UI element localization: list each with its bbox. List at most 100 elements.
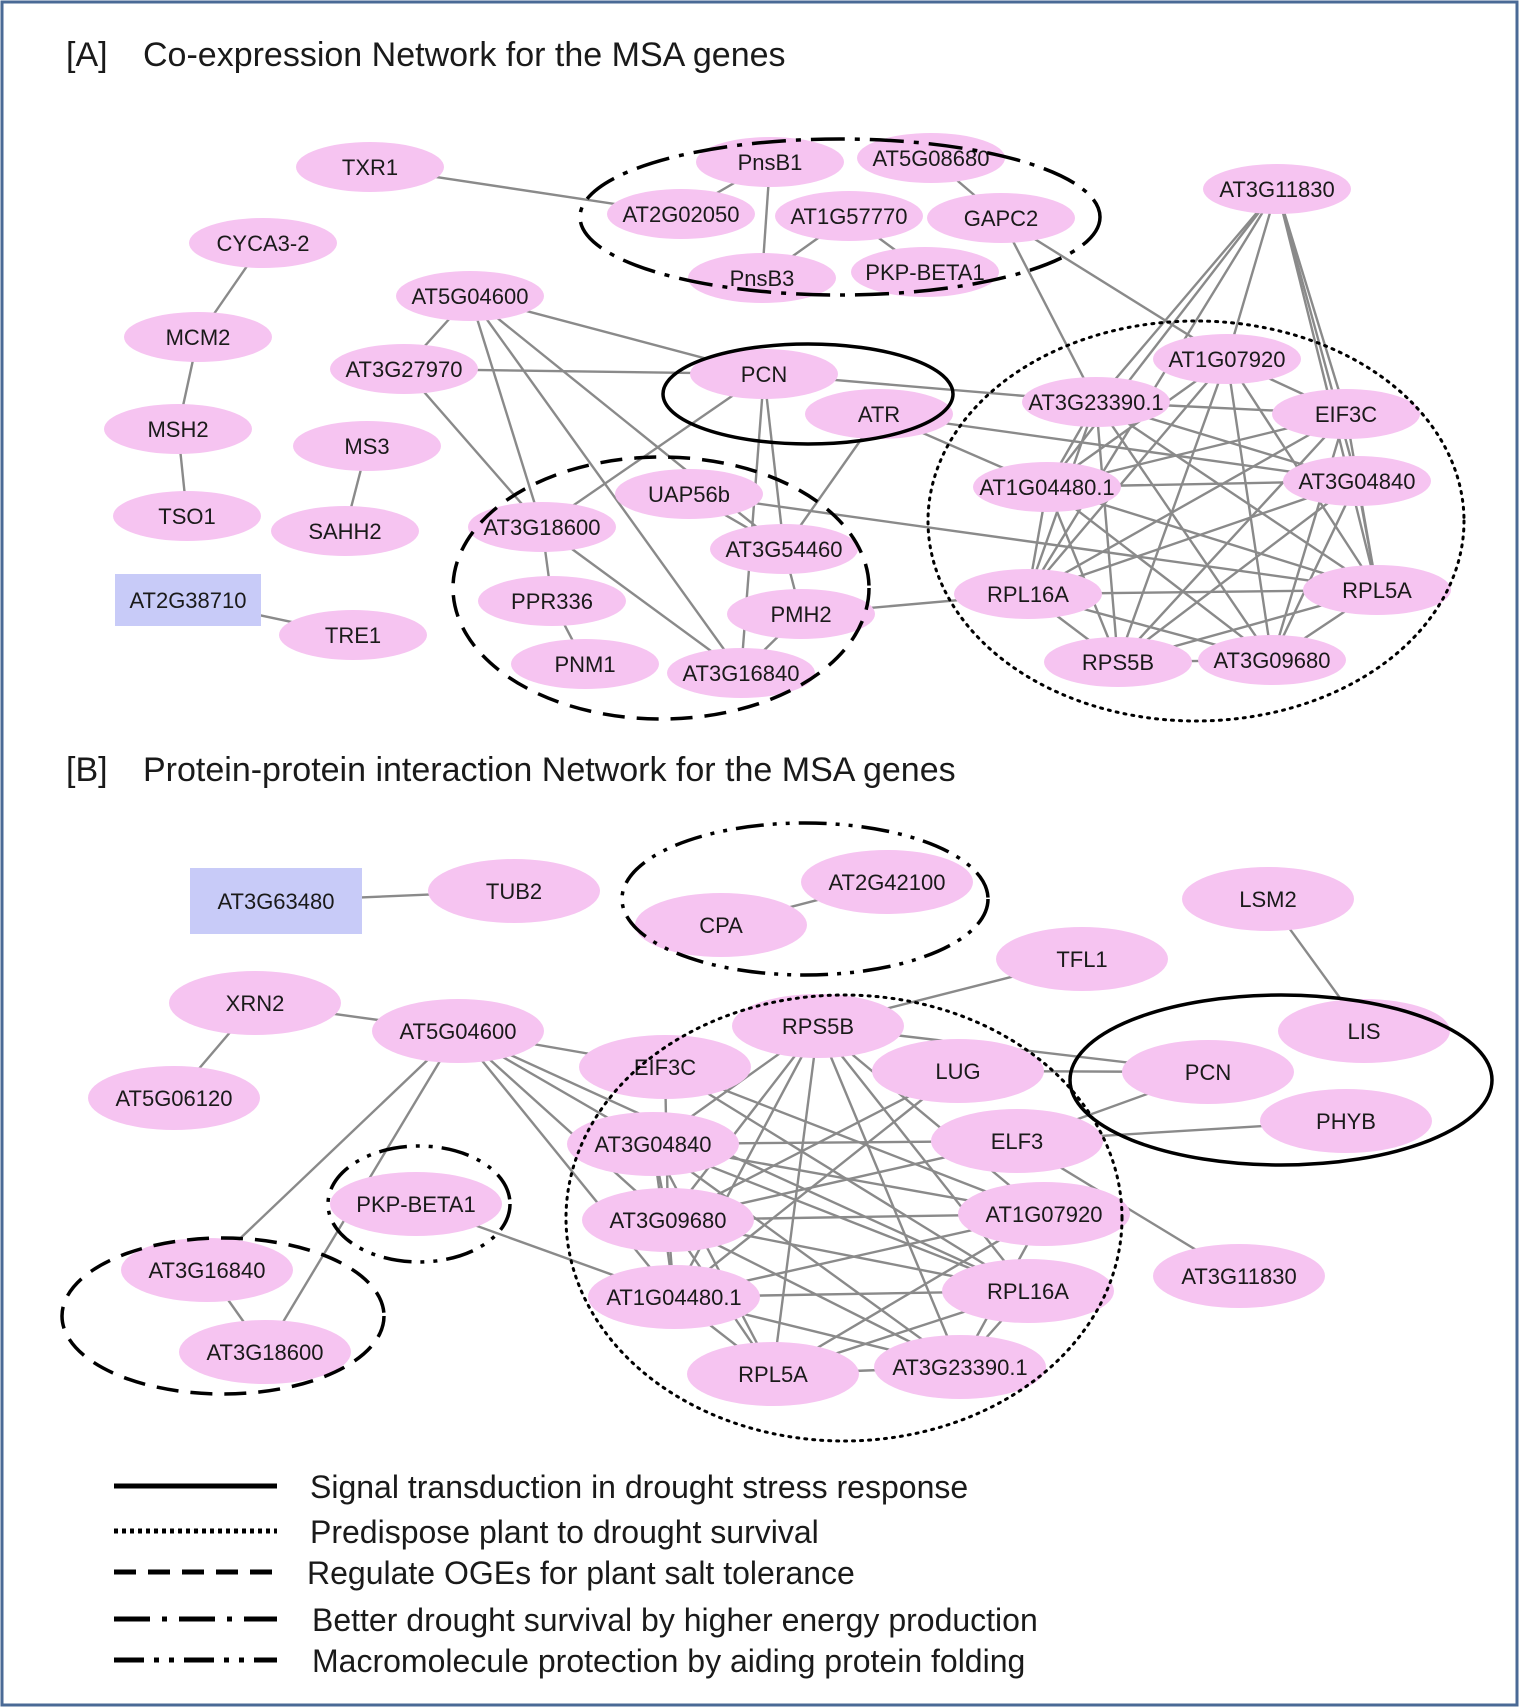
panel-b-node-at3g11830[interactable]: AT3G11830: [1153, 1244, 1325, 1308]
panel-a-node-at3g04840-label: AT3G04840: [1298, 469, 1415, 494]
panel-a-node-gapc2[interactable]: GAPC2: [927, 193, 1075, 243]
panel-b-node-lug-label: LUG: [935, 1059, 980, 1084]
panel-a-node-at5g08680-label: AT5G08680: [872, 146, 989, 171]
panel-b-node-at1g07920-shape: [958, 1182, 1130, 1246]
panel-a-node-at1g57770-label: AT1G57770: [790, 204, 907, 229]
panel-b-node-phyb[interactable]: PHYB: [1260, 1089, 1432, 1153]
panel-b-node-at3g18600[interactable]: AT3G18600: [179, 1320, 351, 1384]
panel-b-node-rps5b[interactable]: RPS5B: [732, 994, 904, 1058]
panel-a-node-at1g07920-shape: [1153, 334, 1301, 384]
legend-label-dashdotdot: Macromolecule protection by aiding prote…: [312, 1643, 1025, 1679]
panel-b-node-lsm2[interactable]: LSM2: [1182, 867, 1354, 931]
panel-a-node-at3g27970[interactable]: AT3G27970: [330, 344, 478, 394]
panel-a-node-rpl5a[interactable]: RPL5A: [1303, 565, 1451, 615]
panel-a-node-at1g04480-1[interactable]: AT1G04480.1: [973, 462, 1121, 512]
panel-a-node-at5g04600[interactable]: AT5G04600: [396, 271, 544, 321]
panel-b-node-lis[interactable]: LIS: [1278, 999, 1450, 1063]
panel-b-node-at3g16840[interactable]: AT3G16840: [121, 1238, 293, 1302]
panel-a-node-tre1-label: TRE1: [325, 623, 381, 648]
panel-b-node-at3g09680[interactable]: AT3G09680: [582, 1188, 754, 1252]
panel-a-node-pnsb1[interactable]: PnsB1: [696, 137, 844, 187]
panel-a-node-at3g04840[interactable]: AT3G04840: [1283, 456, 1431, 506]
panel-b-node-at5g06120[interactable]: AT5G06120: [88, 1066, 260, 1130]
panel-a-node-ms3[interactable]: MS3: [293, 421, 441, 471]
panel-b-node-at3g23390-1[interactable]: AT3G23390.1: [874, 1335, 1046, 1399]
panel-a-node-at3g18600[interactable]: AT3G18600: [468, 502, 616, 552]
panel-a-node-sahh2[interactable]: SAHH2: [271, 506, 419, 556]
panel-b-node-at2g42100-shape: [801, 850, 973, 914]
panel-b-node-lug[interactable]: LUG: [872, 1039, 1044, 1103]
panel-a-node-at3g09680[interactable]: AT3G09680: [1198, 635, 1346, 685]
panel-a-node-ppr336[interactable]: PPR336: [478, 576, 626, 626]
panel-a-node-msh2[interactable]: MSH2: [104, 404, 252, 454]
panel-a-node-at3g23390-1[interactable]: AT3G23390.1: [1022, 377, 1170, 427]
panel-a-node-at3g16840[interactable]: AT3G16840: [667, 648, 815, 698]
panel-a-node-eif3c[interactable]: EIF3C: [1272, 389, 1420, 439]
panel-a-node-pcn[interactable]: PCN: [690, 349, 838, 399]
panel-b-node-at2g42100[interactable]: AT2G42100: [801, 850, 973, 914]
edge-a-at3g11830-at1g07920: [1225, 188, 1279, 360]
panel-a-node-tre1-shape: [279, 610, 427, 660]
panel-b-node-elf3[interactable]: ELF3: [931, 1109, 1103, 1173]
panel-b-node-eif3c[interactable]: EIF3C: [579, 1035, 751, 1099]
panel-b-node-at1g04480-1[interactable]: AT1G04480.1: [588, 1265, 760, 1329]
panel-a-node-uap56b[interactable]: UAP56b: [615, 469, 763, 519]
panel-a-node-at5g04600-shape: [396, 271, 544, 321]
panel-a-node-pcn-shape: [690, 349, 838, 399]
panel-b-node-tub2[interactable]: TUB2: [428, 859, 600, 923]
panel-a-node-at3g09680-label: AT3G09680: [1213, 648, 1330, 673]
panel-b-node-at3g11830-label: AT3G11830: [1181, 1264, 1296, 1289]
edge-a-at1g04480.1-rpl5a: [1046, 485, 1378, 592]
panel-b-node-tfl1-label: TFL1: [1056, 947, 1107, 972]
panel-b-node-lis-label: LIS: [1347, 1019, 1380, 1044]
panel-a-title: Co-expression Network for the MSA genes: [143, 36, 786, 74]
panel-b-node-pcn-label: PCN: [1185, 1060, 1231, 1085]
panel-a-node-ms3-shape: [293, 421, 441, 471]
panel-b-node-at3g04840[interactable]: AT3G04840: [567, 1112, 739, 1176]
edge-a-gapc2-at1g07920: [1000, 216, 1228, 361]
edge-a-at3g04840-rpl16a: [1027, 479, 1358, 596]
panel-b-node-tfl1[interactable]: TFL1: [996, 927, 1168, 991]
panel-b-node-rpl5a[interactable]: RPL5A: [687, 1342, 859, 1406]
panel-a-node-rps5b-label: RPS5B: [1082, 650, 1154, 675]
panel-b-node-cpa[interactable]: CPA: [635, 893, 807, 957]
panel-b-node-at3g09680-label: AT3G09680: [609, 1208, 726, 1233]
panel-a-node-at1g57770[interactable]: AT1G57770: [775, 191, 923, 241]
panel-b-node-at3g63480[interactable]: AT3G63480: [190, 868, 362, 934]
panel-a-node-atr[interactable]: ATR: [805, 389, 953, 439]
panel-a-node-at1g07920[interactable]: AT1G07920: [1153, 334, 1301, 384]
panel-a-node-at2g02050[interactable]: AT2G02050: [607, 189, 755, 239]
panel-a-node-rps5b[interactable]: RPS5B: [1044, 637, 1192, 687]
panel-a-node-at2g38710[interactable]: AT2G38710: [115, 574, 261, 626]
edge-a-at1g07920-rpl16a: [1027, 358, 1228, 595]
panel-b-node-pkp-beta1[interactable]: PKP-BETA1: [330, 1172, 502, 1236]
panel-a-node-at2g02050-label: AT2G02050: [622, 202, 739, 227]
panel-a-node-rpl16a[interactable]: RPL16A: [954, 569, 1102, 619]
panel-a-node-cyca3-2[interactable]: CYCA3-2: [189, 218, 337, 268]
panel-a-node-tso1[interactable]: TSO1: [113, 491, 261, 541]
panel-b-node-pcn[interactable]: PCN: [1122, 1040, 1294, 1104]
panel-b-node-rpl16a[interactable]: RPL16A: [942, 1259, 1114, 1323]
panel-a-node-at1g07920-label: AT1G07920: [1168, 347, 1285, 372]
panel-a-node-at3g11830-shape: [1203, 164, 1351, 214]
panel-b-node-xrn2[interactable]: XRN2: [169, 971, 341, 1035]
panel-b-node-at5g04600[interactable]: AT5G04600: [372, 999, 544, 1063]
panel-b-node-at5g04600-shape: [372, 999, 544, 1063]
edge-b-at5g04600-at3g16840: [206, 1030, 459, 1271]
panel-a-node-txr1[interactable]: TXR1: [296, 142, 444, 192]
legend-item-solid: Signal transduction in drought stress re…: [114, 1469, 968, 1505]
panel-a-node-pmh2[interactable]: PMH2: [727, 589, 875, 639]
panel-b-node-at3g63480-shape: [190, 868, 362, 934]
panel-a-node-at5g08680[interactable]: AT5G08680: [857, 133, 1005, 183]
panel-a-node-pnsb3[interactable]: PnsB3: [688, 253, 836, 303]
panel-a-node-mcm2[interactable]: MCM2: [124, 312, 272, 362]
edge-a-at3g11830-rpl5a: [1275, 188, 1379, 591]
panel-a-node-tre1[interactable]: TRE1: [279, 610, 427, 660]
panel-a-node-pnm1[interactable]: PNM1: [511, 639, 659, 689]
panel-b-node-lsm2-shape: [1182, 867, 1354, 931]
panel-a-node-at3g11830[interactable]: AT3G11830: [1203, 164, 1351, 214]
panel-b-node-at1g07920[interactable]: AT1G07920: [958, 1182, 1130, 1246]
panel-a-node-ms3-label: MS3: [344, 434, 389, 459]
panel-a-node-at3g54460[interactable]: AT3G54460: [710, 524, 858, 574]
